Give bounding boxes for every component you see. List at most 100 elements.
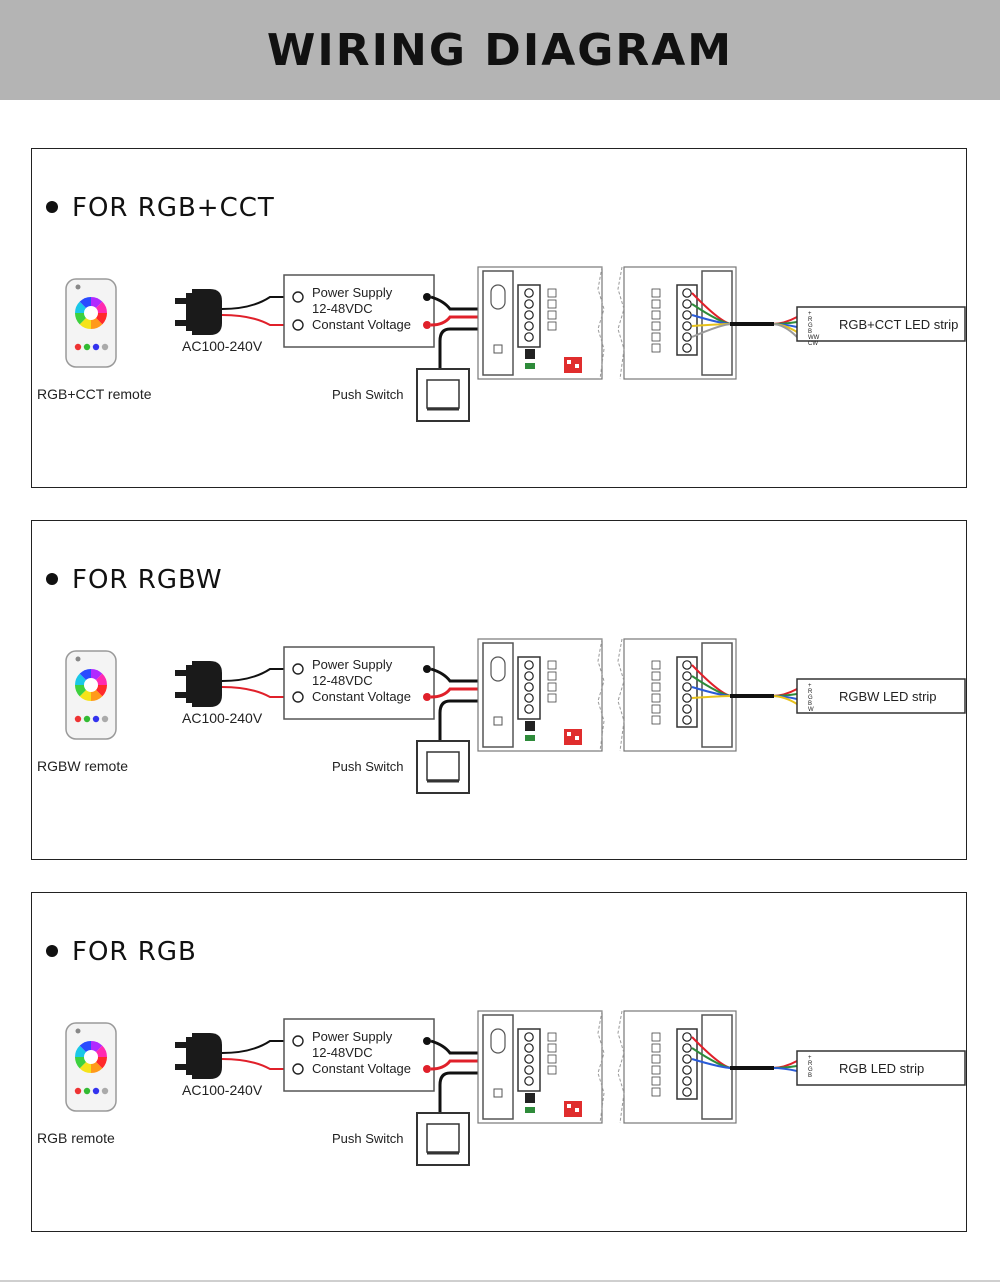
push-switch-button bbox=[426, 1123, 460, 1153]
ac-plug-icon bbox=[175, 661, 222, 707]
dc-terminal-positive bbox=[423, 693, 431, 701]
mounting-hole bbox=[493, 716, 503, 726]
dip-switch-key bbox=[575, 1108, 579, 1112]
output-pin-marker bbox=[651, 1076, 661, 1086]
learn-button-icon bbox=[525, 1093, 535, 1103]
learn-button-icon bbox=[525, 721, 535, 731]
controller-input-side bbox=[477, 266, 603, 380]
output-terminal-screw bbox=[682, 1043, 692, 1053]
input-terminal-screw bbox=[524, 1043, 534, 1053]
output-terminal-screw bbox=[682, 321, 692, 331]
output-pin-marker bbox=[651, 343, 661, 353]
ac-plug-icon bbox=[175, 1033, 222, 1079]
output-pin-marker bbox=[651, 660, 661, 670]
ac-wire-red bbox=[221, 686, 294, 698]
input-pin-marker bbox=[547, 682, 557, 692]
input-pin-marker bbox=[547, 321, 557, 331]
plug-voltage-label: AC100-240V bbox=[182, 710, 263, 726]
dc-wire-positive bbox=[430, 315, 500, 327]
ac-terminal-icon bbox=[292, 319, 304, 331]
input-pin-marker bbox=[547, 288, 557, 298]
section-heading: FOR RGBW bbox=[72, 565, 223, 595]
remote-label: RGB+CCT remote bbox=[37, 386, 152, 402]
plug-body bbox=[192, 1033, 222, 1079]
output-pin-marker bbox=[651, 310, 661, 320]
output-pin-marker bbox=[651, 299, 661, 309]
input-pin-marker bbox=[547, 310, 557, 320]
input-terminal-screw bbox=[524, 704, 534, 714]
input-terminal-screw bbox=[524, 671, 534, 681]
mounting-slot bbox=[490, 1028, 506, 1054]
dc-wire-positive bbox=[430, 687, 500, 699]
remote-button-icon bbox=[92, 1087, 100, 1095]
input-pin-marker bbox=[547, 1065, 557, 1075]
strip-pin-label: G bbox=[808, 695, 813, 701]
break-line bbox=[617, 266, 625, 380]
output-terminal-screw bbox=[682, 288, 692, 298]
push-switch-label: Push Switch bbox=[332, 759, 404, 774]
output-pin-marker bbox=[651, 682, 661, 692]
output-terminal-screw bbox=[682, 682, 692, 692]
power-supply-box bbox=[283, 274, 435, 348]
strip-pin-label: B bbox=[808, 1073, 812, 1079]
output-pin-marker bbox=[651, 288, 661, 298]
status-led bbox=[525, 363, 535, 369]
remote-button-icon bbox=[101, 715, 109, 723]
plug-base bbox=[186, 293, 194, 331]
plug-voltage-label: AC100-240V bbox=[182, 1082, 263, 1098]
remote-button-icon bbox=[92, 715, 100, 723]
output-terminal-block bbox=[676, 284, 698, 356]
input-pin-marker bbox=[547, 1043, 557, 1053]
led-strip-label: RGB+CCT LED strip bbox=[839, 317, 958, 332]
output-terminal-screw bbox=[682, 715, 692, 725]
input-terminal-screw bbox=[524, 1032, 534, 1042]
plug-base bbox=[186, 665, 194, 703]
input-pin-marker bbox=[547, 660, 557, 670]
output-pin-marker bbox=[651, 671, 661, 681]
ac-terminal-icon bbox=[292, 1035, 304, 1047]
psu-voltage: 12-48VDC bbox=[312, 301, 373, 316]
psu-voltage: 12-48VDC bbox=[312, 1045, 373, 1060]
ac-terminal-icon bbox=[292, 291, 304, 303]
page-title: WIRING DIAGRAM bbox=[266, 24, 734, 76]
dip-switch bbox=[564, 357, 582, 373]
input-pin-marker bbox=[547, 299, 557, 309]
remote-button-icon bbox=[92, 343, 100, 351]
push-switch-button bbox=[426, 751, 460, 781]
remote-button-icon bbox=[101, 343, 109, 351]
footer-divider bbox=[0, 1280, 1000, 1282]
strip-pin-label: R bbox=[808, 317, 813, 323]
dip-switch bbox=[564, 1101, 582, 1117]
ac-wire-black bbox=[221, 1040, 294, 1054]
psu-voltage: 12-48VDC bbox=[312, 673, 373, 688]
dip-switch-key bbox=[575, 736, 579, 740]
output-terminal-screw bbox=[682, 299, 692, 309]
color-wheel-center bbox=[84, 678, 98, 692]
plug-prong bbox=[175, 692, 194, 698]
break-line bbox=[597, 266, 605, 380]
led-strip-box bbox=[796, 678, 966, 714]
remote-button-icon bbox=[83, 715, 91, 723]
input-terminal-screw bbox=[524, 660, 534, 670]
remote-control bbox=[65, 1022, 117, 1112]
strip-pin-label: G bbox=[808, 1067, 813, 1073]
input-terminal-screw bbox=[524, 332, 534, 342]
output-pin-marker bbox=[651, 704, 661, 714]
output-terminal-screw bbox=[682, 1032, 692, 1042]
dc-wire-negative bbox=[430, 667, 500, 683]
output-wire-yellow bbox=[771, 695, 798, 705]
ac-plug-icon bbox=[175, 289, 222, 335]
remote-button-icon bbox=[101, 1087, 109, 1095]
plug-base bbox=[186, 1037, 194, 1075]
led-strip-box bbox=[796, 1050, 966, 1086]
dc-wire-positive bbox=[430, 1059, 500, 1071]
push-switch-label: Push Switch bbox=[332, 387, 404, 402]
input-pin-marker bbox=[547, 1054, 557, 1064]
controller-output-side bbox=[623, 638, 737, 752]
push-switch-button bbox=[426, 379, 460, 409]
input-pin-marker bbox=[547, 693, 557, 703]
controller-input-side bbox=[477, 638, 603, 752]
output-terminal-screw bbox=[682, 343, 692, 353]
